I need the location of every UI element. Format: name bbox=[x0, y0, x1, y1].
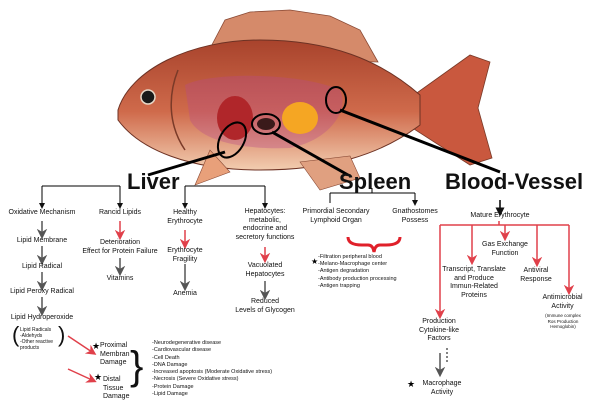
deterioration-label: Deterioration Effect for Protein Failure bbox=[70, 239, 170, 256]
healthy-erythrocyte-label: Healthy Erythrocyte bbox=[160, 209, 210, 226]
effect-item: -Neurodegenerative disease bbox=[152, 340, 342, 347]
heading-liver: Liver bbox=[127, 169, 180, 195]
distal-damage-label: Distal Tissue Damage bbox=[103, 376, 153, 402]
effects-brace: } bbox=[130, 346, 143, 386]
effect-item: -DNA Damage bbox=[152, 362, 342, 369]
spleen-function-item: -Filtration peripheral blood bbox=[318, 254, 428, 261]
gas-exchange-label: Gas Exchange Function bbox=[480, 241, 530, 258]
spleen-functions-list: -Filtration peripheral blood -Melano-Mac… bbox=[318, 254, 428, 290]
effect-item: -Lipid Damage bbox=[152, 391, 342, 398]
spleen-function-item: -Antigen degradation bbox=[318, 268, 428, 275]
spleen-red-brace bbox=[348, 237, 400, 252]
hepatocytes-label: Hepatocytes: metabolic, endocrine and se… bbox=[225, 208, 305, 242]
rancid-lipids-label: Rancid Lipids bbox=[88, 209, 152, 218]
antiviral-response-label: Antiviral Response bbox=[512, 267, 560, 284]
star-icon: ★ bbox=[92, 342, 100, 352]
lipid-peroxy-radical-label: Lipid Peroxy Radical bbox=[5, 288, 79, 297]
lipid-radicals-note: Lipid Radicals -Aldehyds -Other reactive… bbox=[20, 327, 64, 351]
macrophage-activity-label: Macrophage Activity bbox=[415, 380, 469, 397]
fish-eye bbox=[141, 90, 155, 104]
heading-spleen: Spleen bbox=[339, 169, 411, 195]
transcript-label: Transcript, Translate and Produce Immun-… bbox=[440, 266, 508, 300]
mature-erythrocyte-label: Mature Erythrocyte bbox=[462, 212, 538, 221]
lipid-membrane-label: Lipid Membrane bbox=[5, 237, 79, 246]
eggs-organ bbox=[282, 102, 318, 134]
antimicrobial-note: (Immune complex Ros Production Hemoglobi… bbox=[540, 313, 586, 330]
spleen-function-item: -Antibody production processing bbox=[318, 276, 428, 283]
spleen-function-item: -Antigen trapping bbox=[318, 283, 428, 290]
heading-blood-vessel: Blood-Vessel bbox=[445, 169, 583, 195]
gnathostomes-label: Gnathostomes Possess bbox=[384, 208, 446, 225]
antimicrobial-activity-label: Antimicrobial Activity bbox=[536, 294, 589, 311]
oxidative-mechanism-label: Oxidative Mechanism bbox=[5, 209, 79, 218]
erythrocyte-fragility-label: Erythrocyte Fragility bbox=[160, 247, 210, 264]
fish-illustration bbox=[118, 10, 492, 190]
spleen-function-item: -Melano-Macrophage center bbox=[318, 261, 428, 268]
effect-item: -Necrosis (Severe Oxidative stress) bbox=[152, 376, 342, 383]
star-icon: ★ bbox=[407, 380, 415, 390]
primordial-lymphoid-label: Primordial Secondary Lymphoid Organ bbox=[296, 208, 376, 225]
vitamins-label: Vitamins bbox=[88, 275, 152, 284]
star-icon: ★ bbox=[94, 373, 102, 383]
effect-item: -Cell Death bbox=[152, 355, 342, 362]
spleen-organ bbox=[257, 118, 275, 130]
oxidative-effects-list: -Neurodegenerative disease -Cardiovascul… bbox=[152, 340, 342, 398]
effect-item: -Protein Damage bbox=[152, 384, 342, 391]
vacuolated-hepatocytes-label: Vacuolated Hepatocytes bbox=[225, 262, 305, 279]
cytokine-factors-label: Production Cytokine-like Factors bbox=[405, 318, 473, 344]
effect-item: -Cardiovascular disease bbox=[152, 347, 342, 354]
anemia-label: Anemia bbox=[160, 290, 210, 299]
effect-item: -Increased apoptosis (Moderate Oxidative… bbox=[152, 369, 342, 376]
lipid-radical-label: Lipid Radical bbox=[5, 263, 79, 272]
reduced-glycogen-label: Reduced Levels of Glycogen bbox=[225, 298, 305, 315]
